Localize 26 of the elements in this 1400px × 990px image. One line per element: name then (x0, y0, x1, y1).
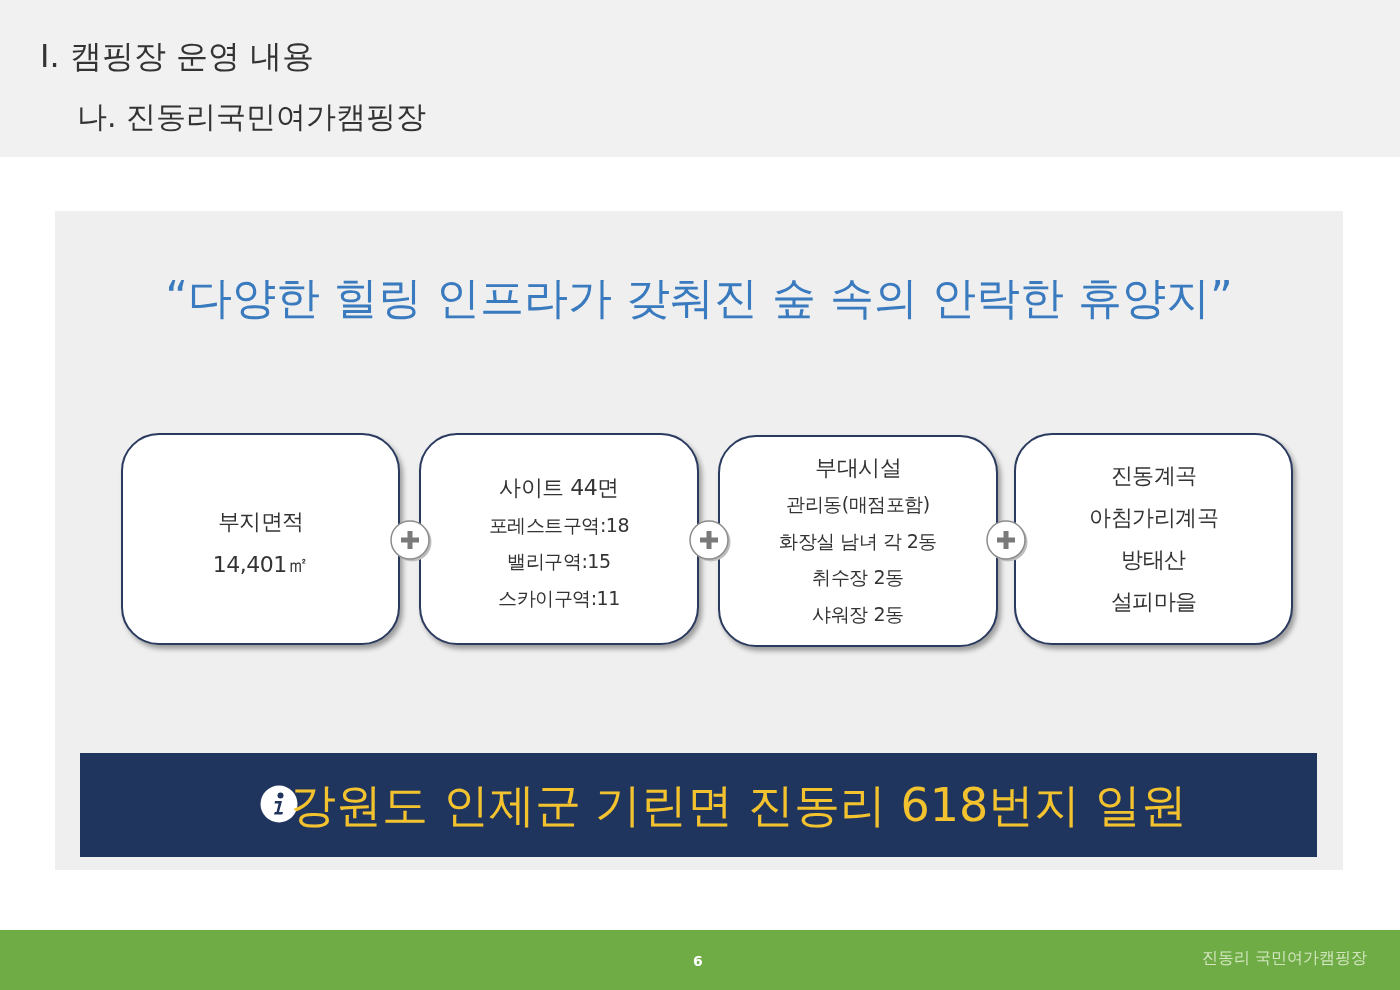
rounded-box (121, 433, 400, 645)
page-number: 6 (693, 952, 703, 971)
rounded-box (718, 435, 998, 647)
detail-text: 포레스트구역:18 (488, 512, 630, 538)
detail-text: 취수장 2동 (812, 565, 904, 591)
section-heading: 나. 진동리국민여가캠핑장 (77, 98, 427, 136)
detail-text: 아침가리계곡 (1089, 504, 1218, 532)
address-text: 강원도 인제군 기린면 진동리 618번지 일원 (290, 777, 1187, 834)
detail-text: 설피마을 (1110, 588, 1197, 616)
detail-text: 스카이구역:11 (498, 585, 620, 611)
heading-text: 부지면적 (217, 508, 304, 536)
detail-text: 화장실 남녀 각 2동 (779, 528, 937, 554)
heading-text: 사이트 44면 (499, 474, 619, 502)
heading-text: 진동계곡 (1110, 462, 1197, 490)
rounded-box (1014, 433, 1293, 645)
detail-text: 샤워장 2동 (812, 601, 904, 627)
detail-text: 밸리구역:15 (507, 549, 611, 574)
address-banner (80, 753, 1317, 857)
footer-text: 진동리 국민여가캠핑장 (1201, 947, 1367, 969)
detail-text: 방태산 (1121, 546, 1186, 574)
slide-title: Ⅰ. 캠핑장 운영 내용 (40, 36, 315, 77)
quote-text: “다양한 힐링 인프라가 갖춰진 숲 속의 안락한 휴양지” (165, 271, 1233, 325)
rounded-box (419, 433, 699, 645)
heading-text: 부대시설 (815, 453, 901, 482)
detail-text: 14,401㎡ (212, 551, 309, 579)
detail-text: 관리동(매점포함) (786, 492, 930, 518)
